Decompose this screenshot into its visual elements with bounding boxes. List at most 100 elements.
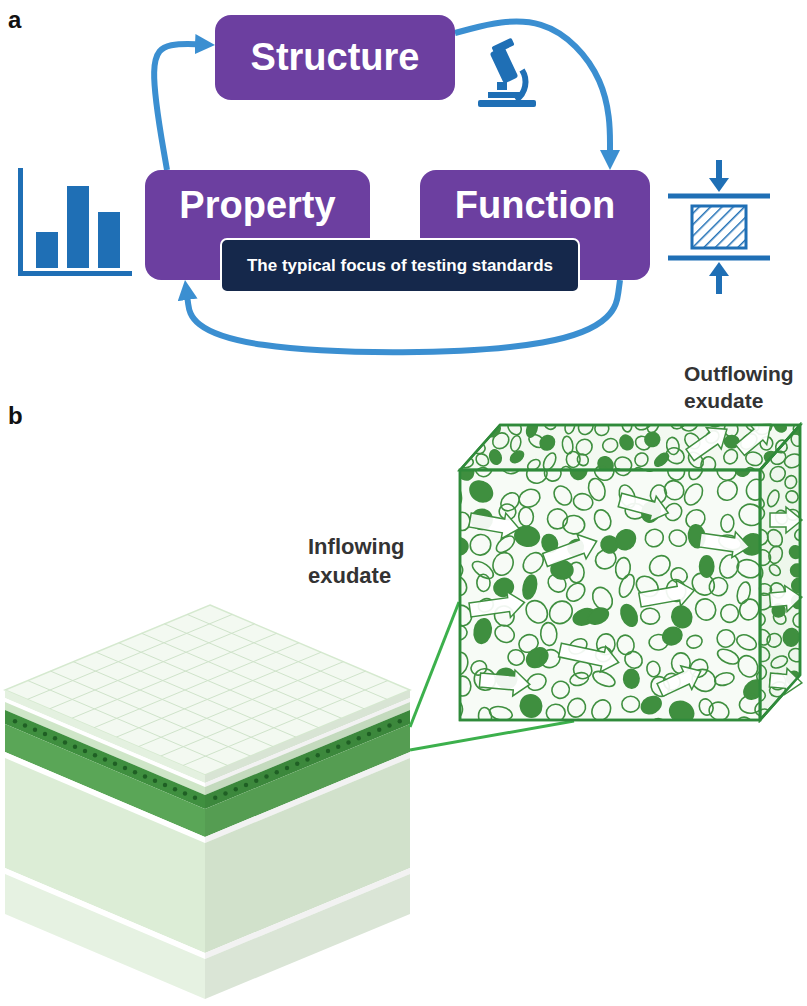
foam-pore [521, 574, 539, 601]
foam-pore [591, 470, 618, 484]
grid-line [72, 633, 277, 718]
foam-pore [665, 436, 680, 455]
foam-pore [466, 477, 497, 506]
cycle-arrow [154, 44, 201, 170]
foam-pore [718, 602, 742, 626]
foam-pore [787, 647, 805, 663]
foam-pore [616, 572, 637, 599]
grid-line [116, 652, 321, 737]
flow-arrow [638, 578, 697, 613]
perforation [133, 770, 137, 774]
perforation [63, 740, 67, 744]
foam-pore [790, 563, 805, 577]
foam-pore [618, 602, 641, 629]
foam-pore [564, 695, 589, 720]
foam-pore [802, 504, 807, 528]
foam-pore [792, 687, 807, 705]
foam-pore [638, 693, 664, 717]
foam-pore [806, 638, 807, 652]
foam-pore [668, 412, 688, 431]
foam-pore [450, 434, 460, 446]
perforation [398, 719, 402, 723]
foam-pore [713, 671, 735, 687]
foam-pore [664, 445, 687, 467]
flow-arrow [541, 529, 602, 572]
perforation [305, 757, 309, 761]
foam-pore [722, 475, 740, 491]
foam-pore [621, 648, 645, 672]
cycle-arrow [455, 22, 610, 156]
foam-pore [591, 507, 613, 532]
foam-pore [492, 622, 517, 646]
foam-pore [714, 627, 737, 650]
foam-pore [803, 549, 807, 563]
foam-pore [692, 596, 718, 623]
perforation [244, 783, 248, 787]
foam-pore [460, 676, 471, 696]
foam-pore [746, 721, 765, 741]
perforation [254, 779, 258, 783]
perforation [53, 736, 57, 740]
node-text: The typical focus of testing standards [247, 256, 553, 276]
base-layer [5, 874, 205, 999]
foam-pore [632, 450, 650, 468]
perforation [33, 728, 37, 732]
foam-pore [460, 572, 470, 599]
foam-pore [631, 465, 649, 484]
perforation [153, 779, 157, 783]
foam-pore [470, 558, 497, 582]
foam-pore [601, 437, 620, 454]
foam-pore [538, 647, 562, 670]
foam-pore [749, 494, 767, 511]
foam-pore [550, 483, 575, 509]
bar-chart-icon [18, 168, 132, 276]
foam-pore [645, 551, 674, 579]
perforation [377, 728, 381, 732]
foam-pore [510, 473, 525, 487]
foam-pore [761, 723, 782, 744]
foam-pore [783, 474, 799, 490]
flow-arrow [617, 487, 672, 525]
foam-pore [773, 419, 788, 434]
foam-pore [449, 472, 464, 488]
foam-pore [790, 610, 807, 629]
perforation [83, 749, 87, 753]
flow-arrow [732, 414, 779, 460]
foam-pore [751, 644, 772, 665]
foam-pore [592, 419, 611, 438]
panel-letter: a [8, 4, 38, 35]
flow-arrow [769, 584, 803, 613]
foam-pore [519, 507, 534, 526]
foam-pore [472, 617, 493, 644]
foam-pore [666, 527, 689, 549]
foam-pore [766, 632, 783, 648]
foam-pore [754, 566, 763, 580]
perforation [193, 796, 197, 800]
node-text: Function [455, 184, 615, 227]
perforation [163, 783, 167, 787]
flow-arrow [655, 659, 707, 702]
foam-pore [744, 477, 760, 503]
perforation [43, 732, 47, 736]
foam-pore [509, 435, 522, 453]
foam-pore [546, 704, 566, 720]
dressing-layers [5, 605, 410, 999]
microscope-icon [478, 38, 536, 107]
foam-pore [649, 474, 668, 494]
flow-label: Inflowing exudate [308, 533, 426, 590]
grid-line [187, 614, 387, 699]
compression-icon [668, 160, 770, 294]
foam-pore [540, 622, 558, 646]
foam-pore [520, 471, 538, 489]
foam-pore [767, 544, 785, 565]
foam-pore [642, 526, 667, 550]
foam-pore [804, 690, 807, 711]
grid-line [119, 643, 319, 728]
foam-pore [585, 605, 611, 627]
foam-pore [784, 489, 800, 505]
foam-pore [720, 514, 734, 532]
foam-pore [517, 692, 545, 720]
perforation [275, 770, 279, 774]
foam-pore [453, 413, 466, 429]
perforation [367, 732, 371, 736]
